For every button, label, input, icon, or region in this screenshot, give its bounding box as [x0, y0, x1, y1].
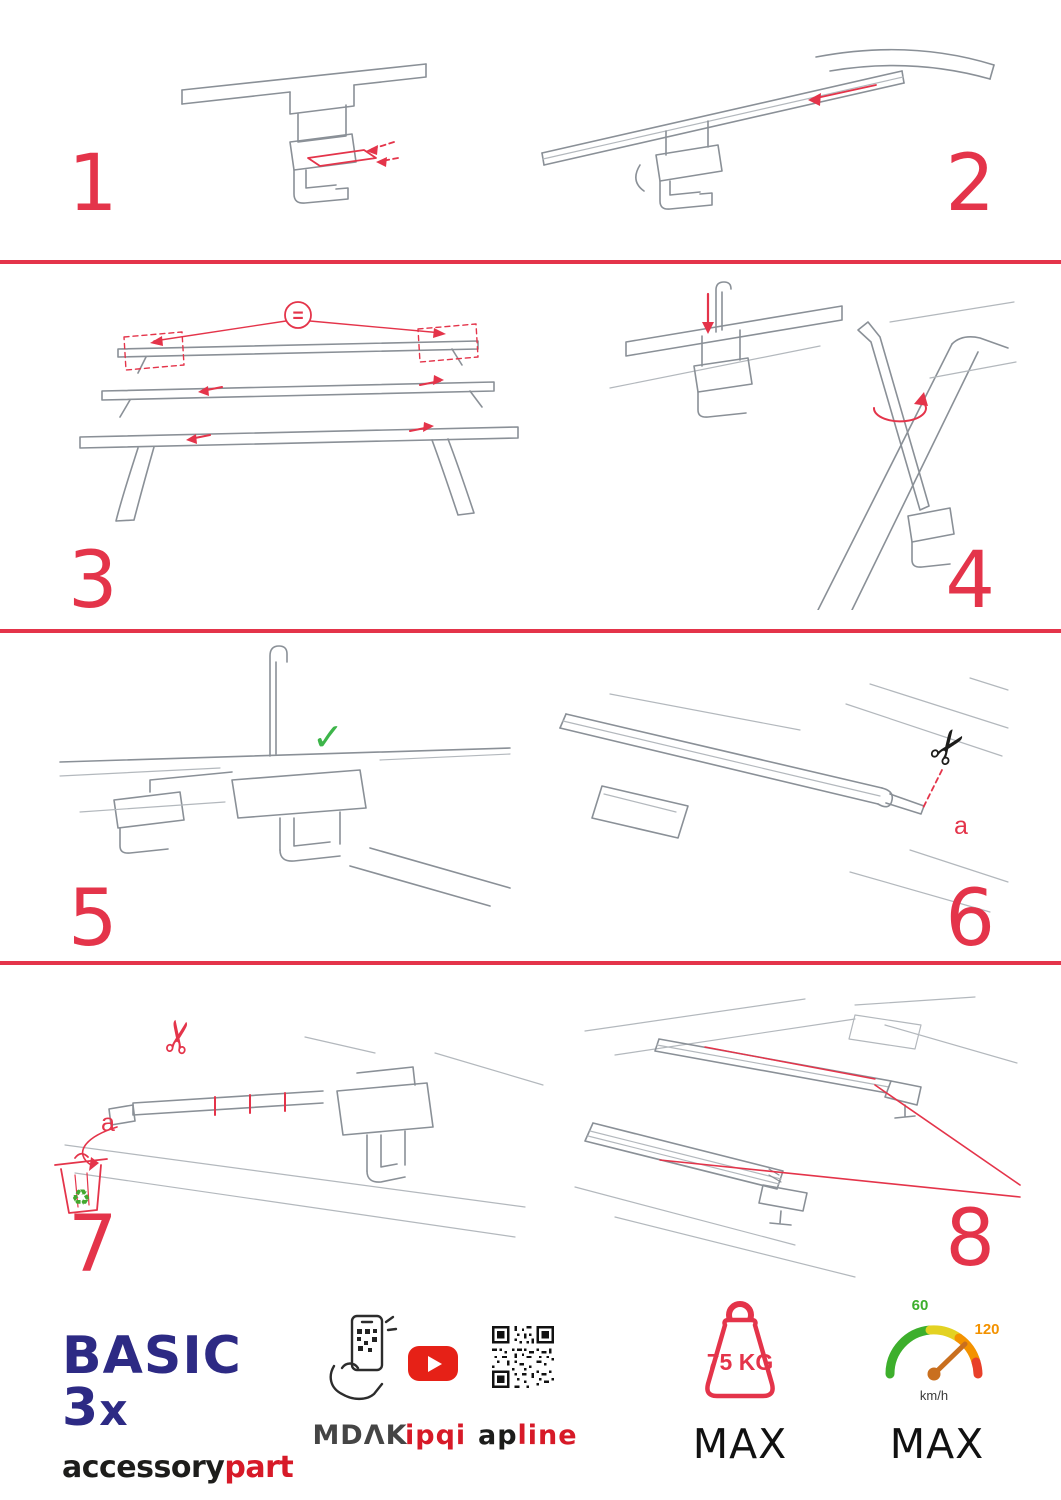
step-7-number: 7 — [68, 1200, 118, 1290]
scissors-icon: ✂ — [152, 1015, 207, 1060]
play-icon — [427, 1355, 442, 1372]
weight-max-label: MAX — [692, 1420, 788, 1468]
step-4-drawing — [609, 281, 1017, 610]
weight-limit-value: 75 KG — [707, 1349, 773, 1375]
brand-suffix-text: part — [224, 1450, 294, 1485]
speed-low-tick: 60 — [912, 1297, 929, 1314]
qr-label-prefix: ap — [478, 1420, 518, 1451]
section-divider — [0, 629, 1061, 633]
part-a-label: a — [101, 1109, 115, 1137]
scan-phone-icon — [329, 1314, 398, 1401]
step-2-number: 2 — [945, 139, 995, 229]
product-name-text: BASIC 3 — [62, 1326, 242, 1438]
qr-label-suffix: line — [517, 1420, 578, 1451]
step-3-drawing: = — [79, 301, 519, 522]
step-1-number: 1 — [68, 139, 118, 229]
step-8-number: 8 — [945, 1194, 995, 1284]
youtube-icon — [408, 1346, 458, 1381]
section-divider — [0, 260, 1061, 264]
step-7-drawing: ✂ a ♻ — [54, 1015, 544, 1238]
step-4-number: 4 — [945, 536, 995, 626]
scan-app-label: MDΛK — [312, 1420, 408, 1451]
speedometer-needle — [931, 1341, 968, 1377]
step-3-number: 3 — [68, 536, 118, 626]
brand-block: BASIC 3x accessorypart — [62, 1330, 294, 1485]
speed-high-tick: 120 — [974, 1321, 999, 1338]
max-weight-icon: 75 KG — [705, 1301, 775, 1399]
step-2-drawing — [541, 48, 995, 210]
product-name: BASIC 3x — [62, 1330, 292, 1434]
step-6-drawing: ✂ a — [559, 677, 1009, 913]
speed-unit-label: km/h — [920, 1388, 948, 1403]
speed-max-label: MAX — [889, 1420, 985, 1468]
scissors-icon: ✂ — [915, 716, 981, 779]
step-1-drawing — [181, 63, 427, 204]
qr-label: apline — [478, 1420, 577, 1451]
qr-code — [492, 1326, 554, 1388]
equal-spacing-icon: = — [292, 306, 303, 327]
check-icon: ✓ — [312, 715, 344, 759]
part-a-label: a — [954, 812, 968, 840]
step-5-drawing: ✓ — [59, 645, 511, 907]
step-8-drawing — [574, 996, 1021, 1278]
brand-prefix-text: accessory — [62, 1450, 225, 1485]
video-label: ipqi — [405, 1420, 467, 1451]
step-5-number: 5 — [68, 874, 118, 964]
brand-wordmark: accessorypart — [62, 1450, 294, 1485]
section-divider — [0, 961, 1061, 965]
recycle-icon: ♻ — [71, 1186, 91, 1211]
product-suffix-text: x — [99, 1385, 129, 1436]
speedometer-icon: 60 120 km/h — [885, 1297, 1000, 1403]
step-6-number: 6 — [945, 874, 995, 964]
